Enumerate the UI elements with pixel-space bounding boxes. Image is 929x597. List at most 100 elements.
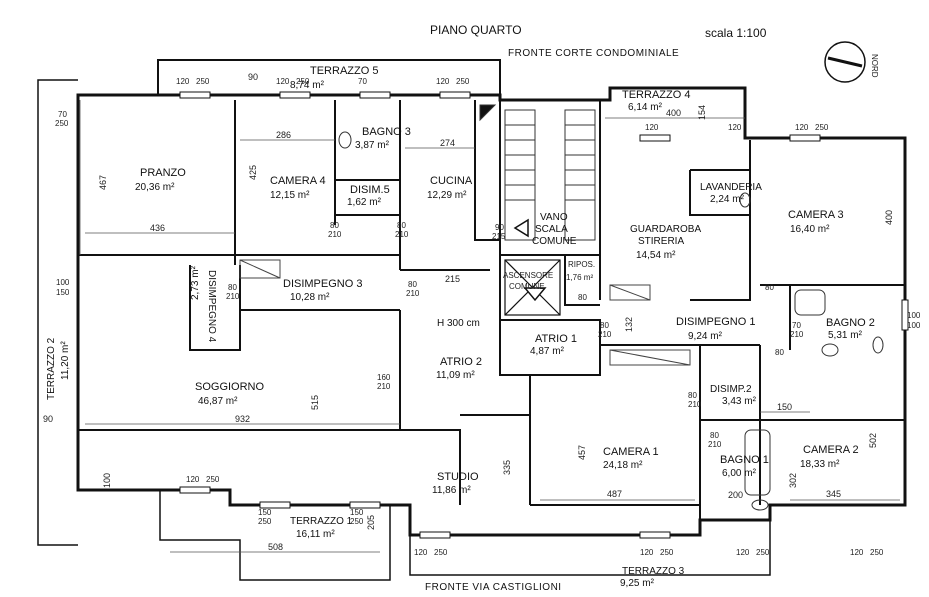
door-code: 80	[688, 391, 697, 400]
terrazzo2-area: 11,20 m²	[60, 341, 71, 380]
camera3-name: CAMERA 3	[788, 209, 844, 221]
dim-515: 515	[310, 395, 320, 410]
door-code: 250	[870, 548, 884, 557]
vano-scala-line1: VANO	[540, 212, 568, 223]
door-code: 210	[708, 440, 722, 449]
soggiorno-area: 46,87 m²	[198, 396, 238, 407]
north-arrow-icon	[824, 41, 866, 83]
dim-467: 467	[98, 175, 108, 190]
terrazzo4-name: TERRAZZO 4	[622, 89, 690, 101]
disim5-name: DISIM.5	[350, 184, 390, 196]
door-code: 250	[456, 77, 470, 86]
bagno1-area: 6,00 m²	[722, 468, 757, 479]
door-code: 80	[765, 283, 774, 292]
door-code: 100	[56, 278, 70, 287]
camera4-name: CAMERA 4	[270, 175, 326, 187]
ascensore-line2: COMUNE	[509, 282, 545, 291]
door-code: 120	[736, 548, 750, 557]
door-code: 250	[815, 123, 829, 132]
door-code: 80	[228, 283, 237, 292]
door-code: 215	[492, 232, 506, 241]
dim-132: 132	[624, 317, 634, 332]
dim-457: 457	[577, 445, 587, 460]
pranzo-area: 20,36 m²	[135, 182, 175, 193]
ripos-name: RIPOS.	[568, 260, 595, 269]
disimpegno3-name: DISIMPEGNO 3	[283, 278, 362, 290]
cucina-name: CUCINA	[430, 175, 473, 187]
door-code: 120	[176, 77, 190, 86]
door-code: 120	[640, 548, 654, 557]
disimpegno1-area: 9,24 m²	[688, 331, 723, 342]
disimpegno3-area: 10,28 m²	[290, 292, 330, 303]
disim5-area: 1,62 m²	[347, 197, 382, 208]
bagno3-name: BAGNO 3	[362, 126, 411, 138]
bagno3-area: 3,87 m²	[355, 140, 390, 151]
bath-fixtures	[338, 131, 884, 511]
elevator-arrow-icon	[523, 287, 547, 302]
terrazzo4-area: 6,14 m²	[628, 102, 663, 113]
cucina-area: 12,29 m²	[427, 190, 467, 201]
studio-name: STUDIO	[437, 471, 479, 483]
door-code: 250	[55, 119, 69, 128]
terrazzo5-area: 8,74 m²	[290, 80, 325, 91]
bagno2-area: 5,31 m²	[828, 330, 863, 341]
ceiling-height: H 300 cm	[437, 318, 480, 329]
staircase	[479, 104, 596, 241]
disimpegno1-name: DISIMPEGNO 1	[676, 316, 755, 328]
windows	[179, 91, 909, 539]
dim-932: 932	[235, 414, 250, 424]
plan-title: PIANO QUARTO	[430, 23, 522, 37]
guardaroba-area: 14,54 m²	[636, 250, 676, 261]
dim-436: 436	[150, 223, 165, 233]
door-code: 90	[495, 223, 504, 232]
dim-200: 200	[728, 490, 743, 500]
terrazzo3-name: TERRAZZO 3	[622, 566, 685, 577]
terrazzo5-name: TERRAZZO 5	[310, 65, 378, 77]
atrio1-area: 4,87 m²	[530, 346, 565, 357]
dim-215: 215	[445, 274, 460, 284]
dim-508: 508	[268, 542, 283, 552]
door-code: 100	[907, 311, 921, 320]
dim-286: 286	[276, 130, 291, 140]
ripos-area: 1,76 m²	[566, 273, 593, 282]
lavanderia-area: 2,24 m²	[710, 194, 745, 205]
bagno2-name: BAGNO 2	[826, 317, 875, 329]
terrazzo3-area: 9,25 m²	[620, 578, 655, 589]
dimension-lines	[79, 100, 900, 553]
door-code: 80	[600, 321, 609, 330]
camera2-name: CAMERA 2	[803, 444, 859, 456]
dim-335: 335	[502, 460, 512, 475]
dim-90-top: 90	[248, 72, 258, 82]
door-code: 250	[350, 517, 364, 526]
atrio2-area: 11,09 m²	[436, 370, 475, 381]
camera2-area: 18,33 m²	[800, 459, 840, 470]
dim-205: 205	[366, 515, 376, 530]
terrazzo2-name: TERRAZZO 2	[46, 337, 57, 400]
door-codes: 70 250 120 250 120 250 70 120 250 80 210…	[55, 77, 921, 557]
dim-150: 150	[777, 402, 792, 412]
dim-274: 274	[440, 138, 455, 148]
dim-400-top: 400	[666, 108, 681, 118]
wardrobes	[239, 259, 691, 366]
door-code: 80	[408, 280, 417, 289]
camera1-area: 24,18 m²	[603, 460, 643, 471]
door-code: 150	[350, 508, 364, 517]
vano-scala-line3: COMUNE	[532, 236, 577, 247]
camera3-area: 16,40 m²	[790, 224, 830, 235]
dim-487: 487	[607, 489, 622, 499]
door-code: 250	[206, 475, 220, 484]
dim-400-right: 400	[884, 210, 894, 225]
atrio1-name: ATRIO 1	[535, 333, 577, 345]
guardaroba-line2: STIRERIA	[638, 236, 684, 247]
door-code: 120	[414, 548, 428, 557]
door-code: 100	[907, 321, 921, 330]
door-code: 150	[258, 508, 272, 517]
camera1-name: CAMERA 1	[603, 446, 659, 458]
disimpegno4-area: 2,73 m²	[190, 265, 201, 300]
door-code: 120	[276, 77, 290, 86]
door-code: 150	[56, 288, 70, 297]
terrazzo1-area: 16,11 m²	[296, 529, 335, 540]
lavanderia-name: LAVANDERIA	[700, 182, 762, 193]
door-code: 120	[436, 77, 450, 86]
